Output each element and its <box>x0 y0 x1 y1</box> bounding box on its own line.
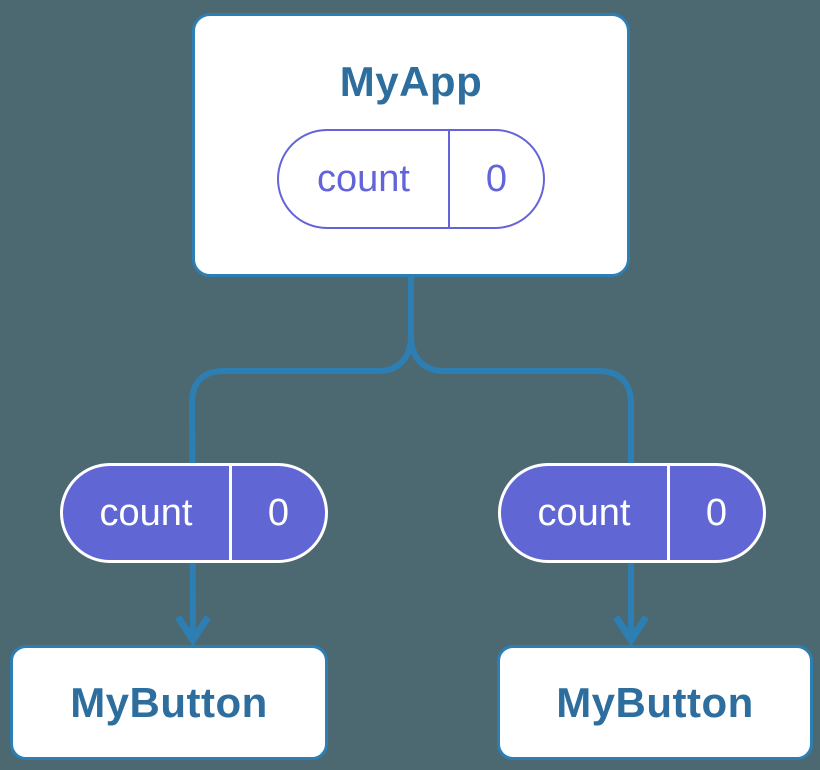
child-component-title: MyButton <box>556 678 754 726</box>
child-component-title: MyButton <box>70 678 268 726</box>
state-value-label: 0 <box>229 466 325 560</box>
arrow-down-icon <box>175 615 211 647</box>
arrow-down-icon <box>613 615 649 647</box>
state-name-label: count <box>537 492 631 534</box>
root-component-title: MyApp <box>339 58 483 105</box>
state-value-label: 0 <box>448 131 543 227</box>
root-state-pill: count 0 <box>277 129 545 229</box>
state-value-label: 0 <box>667 466 763 560</box>
fork-left-line <box>188 335 414 636</box>
child-state-pill-right: count 0 <box>498 463 766 563</box>
state-name-label: count <box>317 158 410 200</box>
state-name-label: count <box>99 492 193 534</box>
fork-right-line <box>408 335 634 635</box>
child-state-pill-left: count 0 <box>60 463 328 563</box>
child-component-card-right: MyButton <box>497 645 813 760</box>
child-component-card-left: MyButton <box>10 645 328 760</box>
root-component-card: MyApp count 0 <box>192 13 630 277</box>
